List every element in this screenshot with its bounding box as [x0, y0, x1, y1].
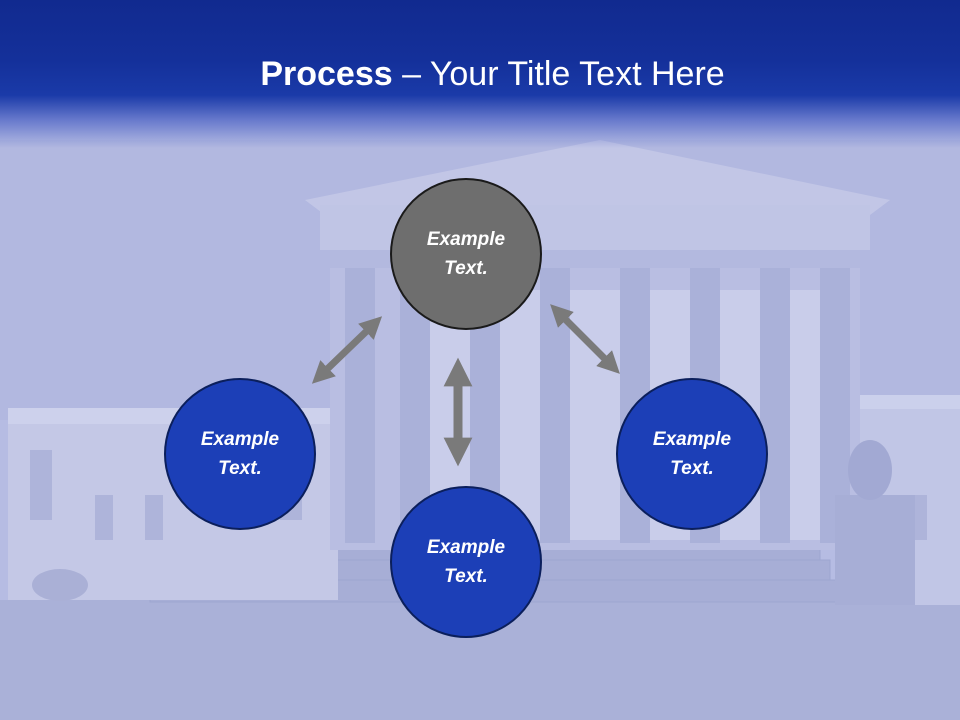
process-node-left[interactable]: Example Text.	[164, 378, 316, 530]
node-left-text: Example Text.	[185, 425, 295, 483]
slide-title: Process – Your Title Text Here	[0, 52, 960, 96]
node-right-line1: Example	[652, 429, 732, 450]
node-bottom-line1: Example	[426, 537, 506, 558]
node-left-line1: Example	[200, 429, 280, 450]
node-top-line1: Example	[426, 229, 506, 250]
node-right-line2: Text.	[670, 458, 714, 479]
node-bottom-text: Example Text.	[411, 533, 521, 591]
node-left-line2: Text.	[218, 458, 262, 479]
node-bottom-line2: Text.	[444, 566, 488, 587]
arrow-top-left	[311, 316, 383, 384]
title-bold-text: Process	[260, 55, 393, 93]
node-top-line2: Text.	[444, 258, 488, 279]
node-top-text: Example Text.	[411, 225, 521, 283]
process-node-right[interactable]: Example Text.	[616, 378, 768, 530]
title-bar	[0, 0, 960, 148]
process-node-top[interactable]: Example Text.	[390, 178, 542, 330]
node-right-text: Example Text.	[637, 425, 747, 483]
arrow-top-right	[550, 304, 620, 374]
process-node-bottom[interactable]: Example Text.	[390, 486, 542, 638]
title-rest-text: – Your Title Text Here	[392, 55, 725, 93]
